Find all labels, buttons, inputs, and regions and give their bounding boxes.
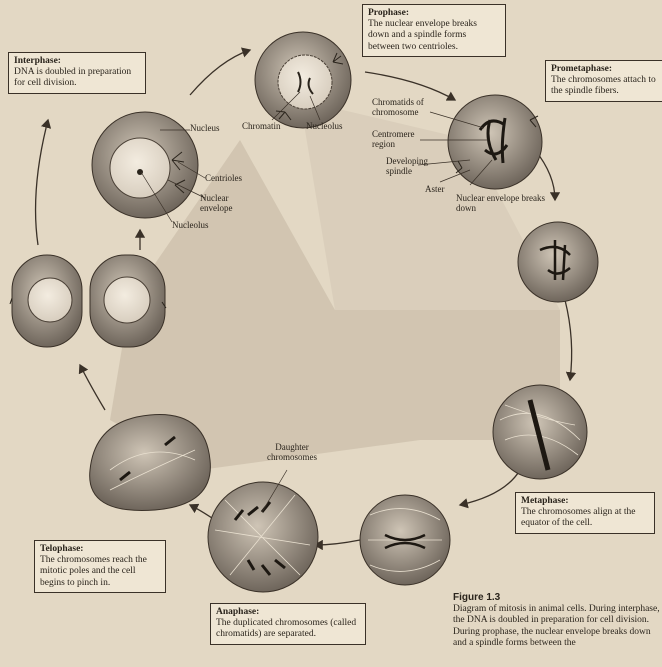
label-chromatids: Chromatids of chromosome — [372, 98, 452, 118]
telophase-title: Telophase: — [40, 544, 160, 555]
figure-number: Figure 1.3 — [453, 592, 660, 604]
anaphase-text: The duplicated chromosomes (called chrom… — [216, 618, 356, 639]
interphase-text: DNA is doubled in preparation for cell d… — [14, 67, 131, 88]
label-nucleolus-prophase: Nucleolus — [306, 122, 343, 132]
prometaphase-box: Prometaphase: The chromosomes attach to … — [545, 60, 662, 102]
prophase-text: The nuclear envelope breaks down and a s… — [368, 19, 477, 51]
label-centrioles: Centrioles — [205, 174, 242, 184]
metaphase-box: Metaphase: The chromosomes align at the … — [515, 492, 655, 534]
label-developing-spindle: Developing spindle — [386, 157, 438, 177]
figure-caption: Figure 1.3 Diagram of mitosis in animal … — [453, 592, 660, 650]
telophase-box: Telophase: The chromosomes reach the mit… — [34, 540, 166, 593]
anaphase-cell — [208, 482, 318, 592]
telophase-cell — [90, 415, 211, 511]
prophase-box: Prophase: The nuclear envelope breaks do… — [362, 4, 506, 57]
metaphase-cell — [493, 385, 587, 479]
prometaphase-text: The chromosomes attach to the spindle fi… — [551, 75, 656, 96]
label-nuclear-envelope-breaks: Nuclear envelope breaks down — [456, 194, 546, 214]
telophase-text: The chromosomes reach the mitotic poles … — [40, 555, 147, 587]
interphase-box: Interphase: DNA is doubled in preparatio… — [8, 52, 146, 94]
anaphase-title: Anaphase: — [216, 607, 360, 618]
caption-text: Diagram of mitosis in animal cells. Duri… — [453, 604, 660, 648]
label-nucleus: Nucleus — [190, 124, 220, 134]
label-aster: Aster — [425, 185, 445, 195]
anaphase-box: Anaphase: The duplicated chromosomes (ca… — [210, 603, 366, 645]
prophase-title: Prophase: — [368, 8, 500, 19]
label-nuclear-envelope: Nuclear envelope — [200, 194, 255, 214]
prophase-cell — [255, 32, 351, 128]
label-daughter-chromosomes: Daughter chromosomes — [262, 443, 322, 463]
metaphase-title: Metaphase: — [521, 496, 649, 507]
prometaphase-title: Prometaphase: — [551, 64, 657, 75]
label-centromere: Centromere region — [372, 130, 427, 150]
early-anaphase-cell — [360, 495, 450, 585]
interphase-cell — [92, 112, 198, 218]
interphase-title: Interphase: — [14, 56, 140, 67]
label-nucleolus-interphase: Nucleolus — [172, 221, 209, 231]
label-chromatin: Chromatin — [242, 122, 281, 132]
late-prometaphase-cell — [518, 222, 598, 302]
daughter-cells — [10, 255, 166, 347]
metaphase-text: The chromosomes align at the equator of … — [521, 507, 636, 528]
prometaphase-cell — [448, 95, 542, 189]
